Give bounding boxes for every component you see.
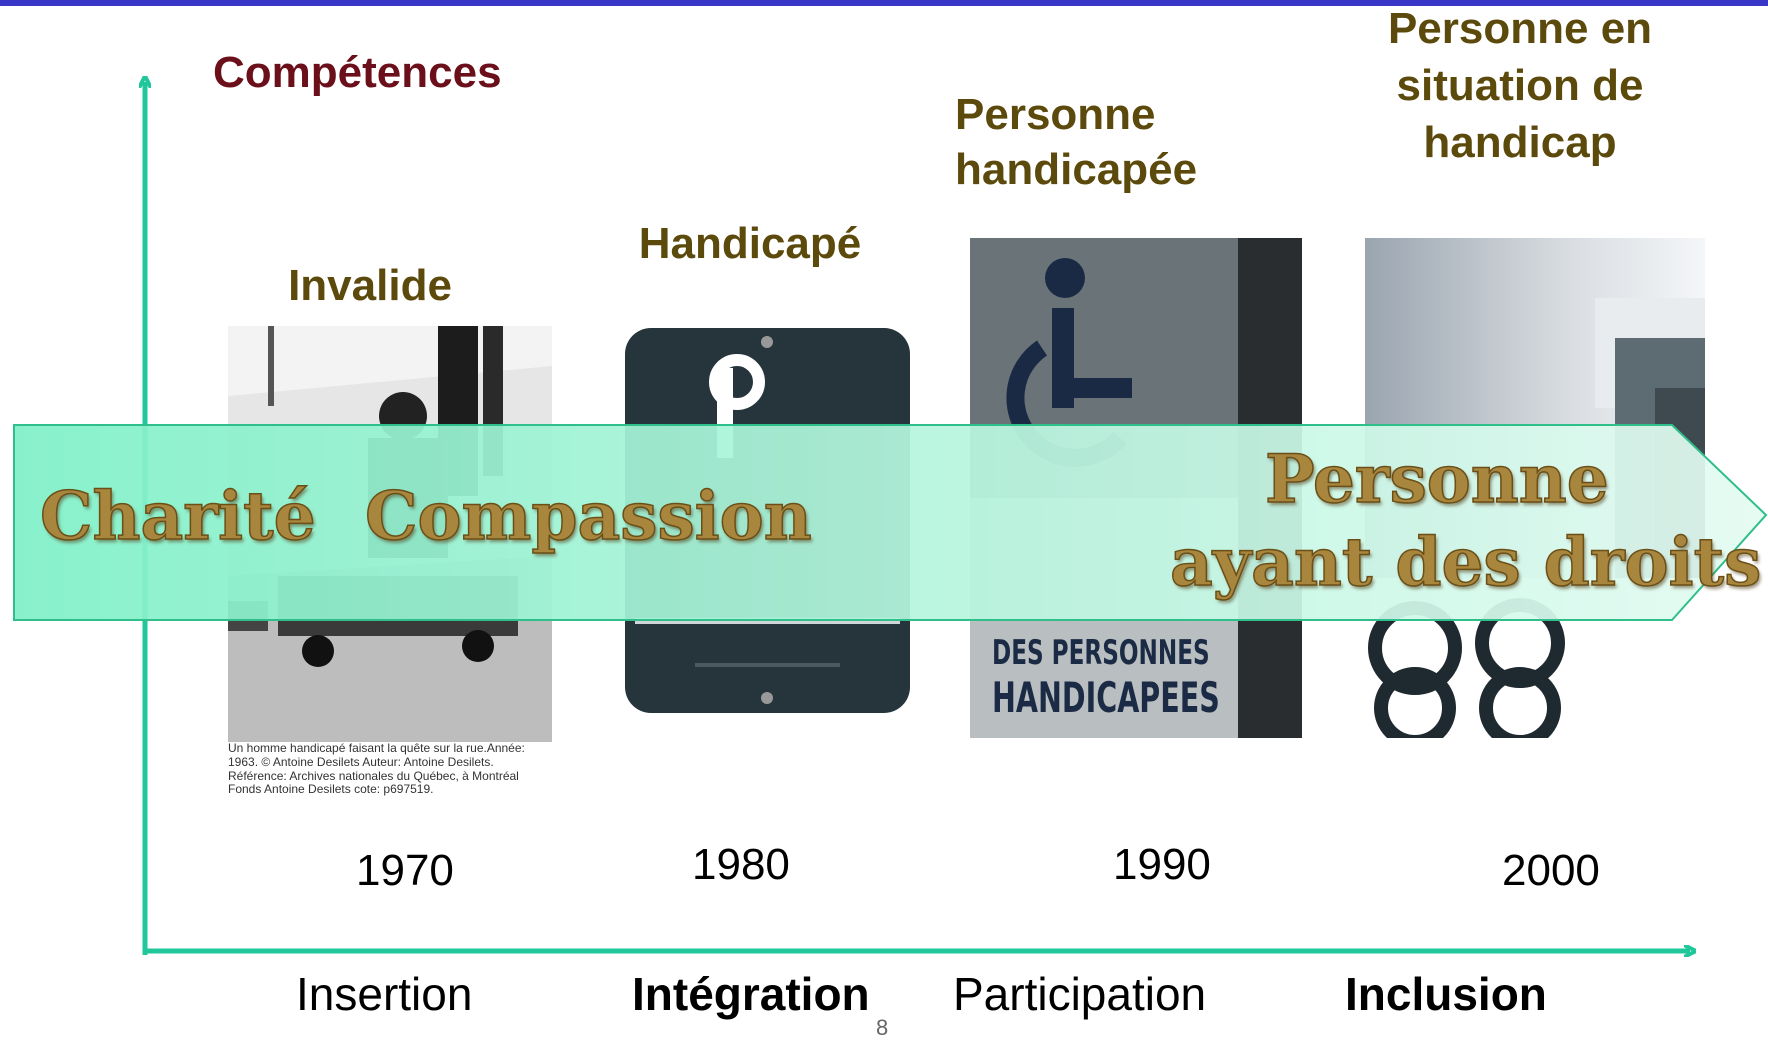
photo3-sign-line1: DES PERSONNES xyxy=(992,633,1210,673)
photo3-sign-line2: HANDICAPEES xyxy=(992,673,1220,722)
top-border-bar xyxy=(0,0,1768,6)
phase-participation: Participation xyxy=(953,968,1207,1020)
attitude-compassion: Compassion xyxy=(364,476,812,556)
term-label-personne-handicapee: Personne handicapée xyxy=(955,90,1198,194)
year-2000: 2000 xyxy=(1502,846,1600,895)
photo3-sign-text: DES PERSONNES HANDICAPEES xyxy=(992,633,1220,722)
phase-insertion: Insertion xyxy=(296,968,473,1020)
attitude-charite: Charité xyxy=(39,476,316,556)
y-axis-title: Compétences xyxy=(213,48,502,97)
phase-inclusion: Inclusion xyxy=(1345,968,1547,1020)
year-1970: 1970 xyxy=(356,846,454,895)
page-number: 8 xyxy=(876,1015,889,1040)
photo-invalide-caption: Un homme handicapé faisant la quête sur … xyxy=(228,741,525,797)
term-label-handicape: Handicapé xyxy=(638,219,862,268)
year-1980: 1980 xyxy=(692,840,790,889)
attitude-droits-line1: Personne xyxy=(1264,439,1609,519)
term-label-invalide: Invalide xyxy=(288,261,452,310)
term-label-situation-handicap: Personne en situation de handicap xyxy=(1387,4,1653,167)
attitude-droits-line2: ayant des droits xyxy=(1169,522,1762,602)
year-1990: 1990 xyxy=(1113,840,1211,889)
phase-integration: Intégration xyxy=(632,968,870,1020)
